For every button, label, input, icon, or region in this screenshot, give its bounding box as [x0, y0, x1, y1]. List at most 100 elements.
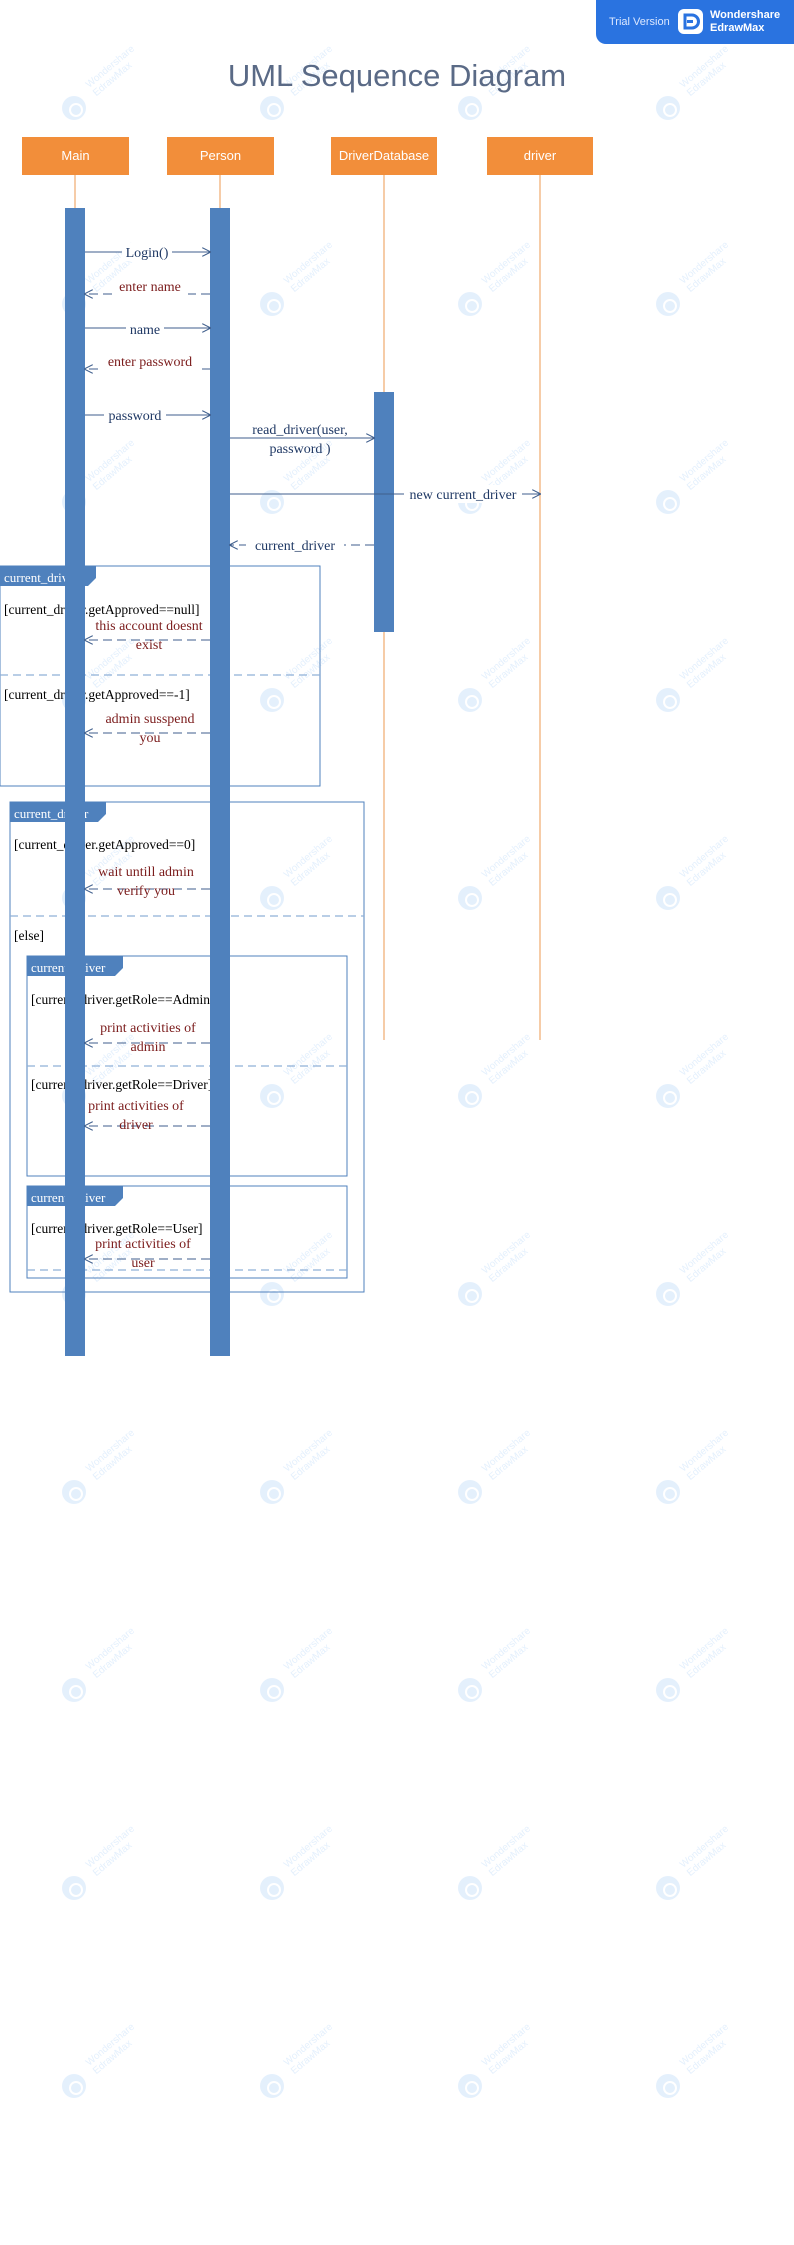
- message-read-driver: read_driver(user,password ): [230, 423, 374, 457]
- guard-text: [current_driver.getApproved==-1]: [4, 687, 190, 702]
- watermark-logo-icon: [260, 886, 284, 910]
- watermark-logo-icon: [260, 2074, 284, 2098]
- activation-bar-person: [210, 208, 230, 1356]
- message-label: enter name: [119, 280, 181, 295]
- watermark-logo-icon: [260, 688, 284, 712]
- watermark-logo-icon: [260, 1084, 284, 1108]
- lifeline-head-main[interactable]: Main: [22, 137, 129, 175]
- guard-text: [current_driver.getRole==Admin]: [31, 992, 215, 1007]
- watermark-logo-icon: [62, 1678, 86, 1702]
- watermark-logo-icon: [656, 1282, 680, 1306]
- trial-version-label: Trial Version: [609, 16, 670, 28]
- trial-badge[interactable]: Trial Version Wondershare EdrawMax: [596, 0, 794, 44]
- watermark-logo-icon: [260, 1282, 284, 1306]
- lifeline-head-driver[interactable]: driver: [487, 137, 593, 175]
- guard-text: [current_driver.getApproved==0]: [14, 837, 195, 852]
- activation-bar-driverdatabase: [374, 392, 394, 632]
- watermark-logo-icon: [458, 1480, 482, 1504]
- watermark-logo-icon: [656, 886, 680, 910]
- watermark-logo-icon: [656, 96, 680, 120]
- message-current-driver-reply: current_driver: [230, 536, 374, 554]
- lifeline-head-person[interactable]: Person: [167, 137, 274, 175]
- watermark-logo-icon: [656, 490, 680, 514]
- watermark-logo-icon: [656, 688, 680, 712]
- lifeline-head-driverdatabase[interactable]: DriverDatabase: [331, 137, 437, 175]
- watermark-logo-icon: [458, 1084, 482, 1108]
- watermark-logo-icon: [260, 96, 284, 120]
- watermark-logo-icon: [260, 1480, 284, 1504]
- sequence-diagram: current_driver [current_driver.getApprov…: [0, 175, 794, 1356]
- message-label: new current_driver: [410, 488, 517, 503]
- diagram-title: UML Sequence Diagram: [227, 58, 567, 93]
- edrawmax-logo-icon: [678, 9, 703, 34]
- watermark-logo-icon: [458, 1282, 482, 1306]
- watermark-logo-icon: [656, 1084, 680, 1108]
- activation-bar-main: [65, 208, 85, 1356]
- watermark-logo-icon: [656, 2074, 680, 2098]
- message-new-current-driver: new current_driver: [230, 485, 540, 503]
- watermark-logo-icon: [260, 1876, 284, 1900]
- message-label: enter password: [108, 355, 192, 370]
- brand-name: Wondershare EdrawMax: [710, 9, 780, 35]
- watermark-logo-icon: [62, 2074, 86, 2098]
- fragment-approval-check: current_driver [current_driver.getApprov…: [0, 565, 321, 787]
- watermark-logo-icon: [62, 1480, 86, 1504]
- brand-line2: EdrawMax: [710, 22, 765, 34]
- watermark-logo-icon: [458, 96, 482, 120]
- watermark-logo-icon: [260, 1678, 284, 1702]
- watermark-logo-icon: [656, 1876, 680, 1900]
- message-enter-name: enter name: [85, 278, 210, 296]
- message-password: password: [85, 406, 210, 424]
- message-label: Login(): [126, 246, 169, 261]
- watermark-logo-icon: [656, 292, 680, 316]
